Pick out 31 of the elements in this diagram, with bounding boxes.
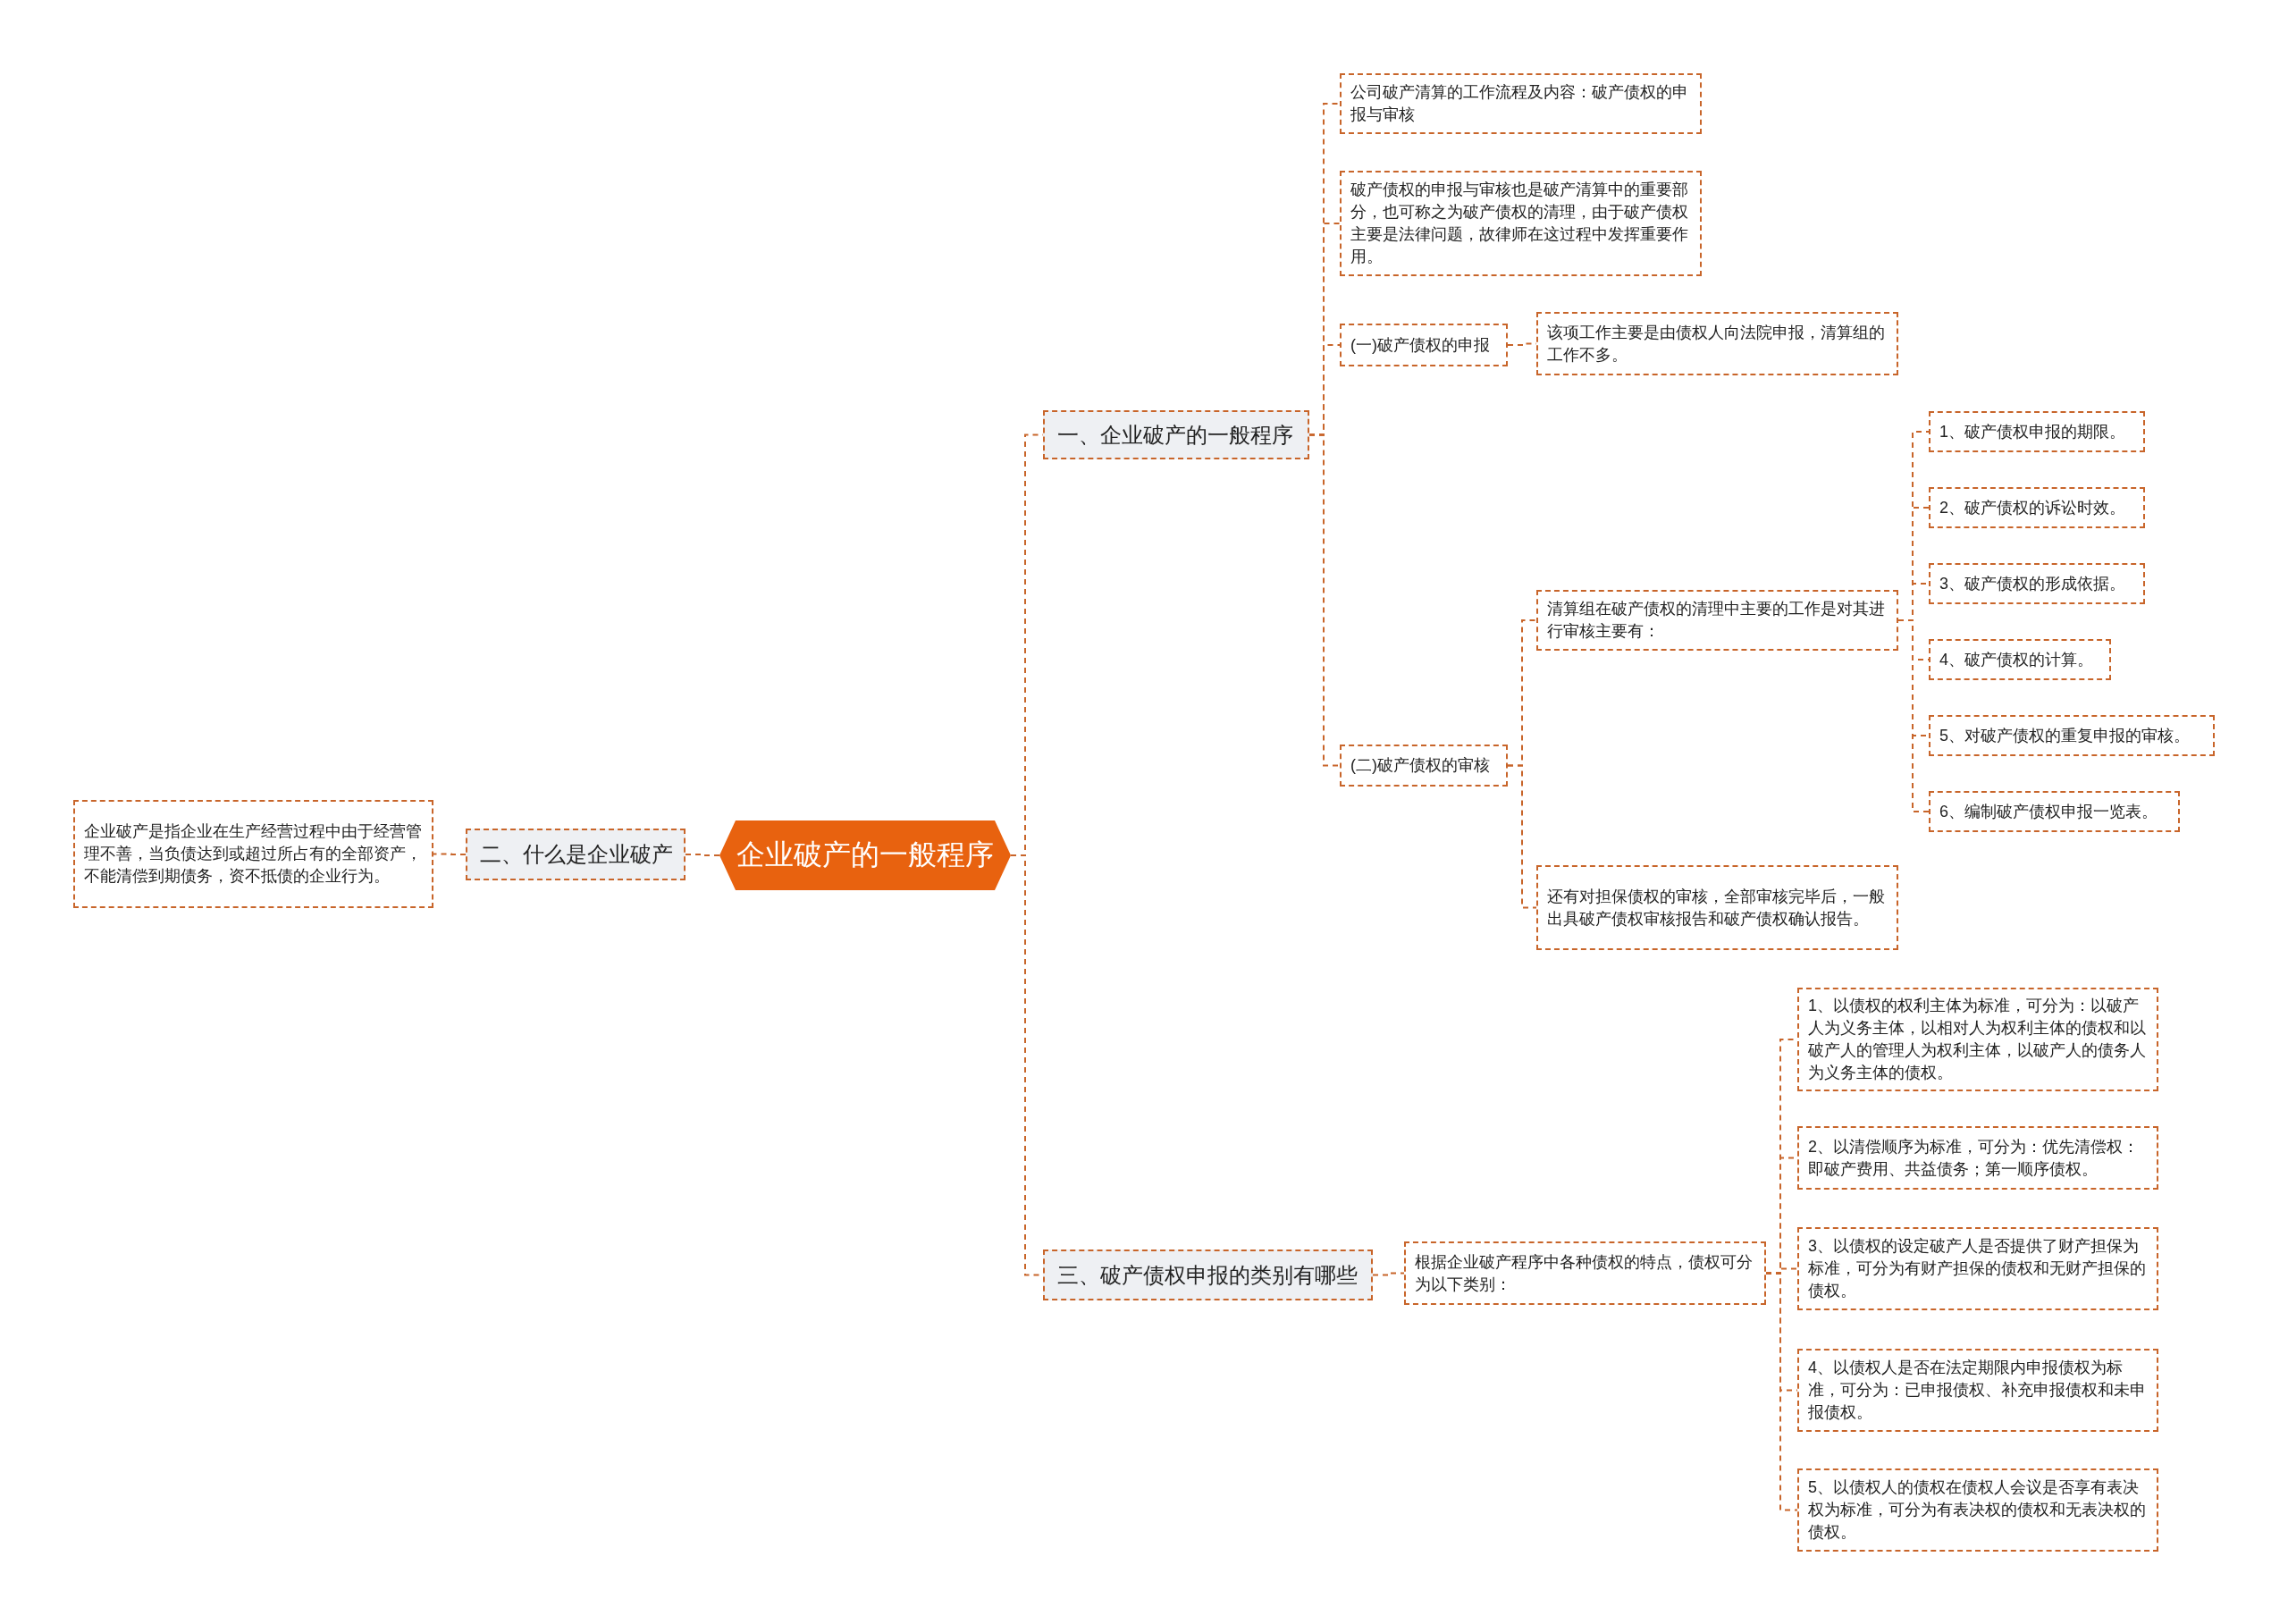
subtopic-box: 2、以清偿顺序为标准，可分为：优先清偿权：即破产费用、共益债务；第一顺序债权。	[1797, 1126, 2158, 1190]
subtopic-box: 公司破产清算的工作流程及内容：破产债权的申报与审核	[1340, 73, 1702, 134]
subtopic-box: 还有对担保债权的审核，全部审核完毕后，一般出具破产债权审核报告和破产债权确认报告。	[1536, 865, 1898, 950]
subtopic-box: 2、破产债权的诉讼时效。	[1929, 487, 2145, 528]
connector-line	[1372, 1272, 1405, 1276]
connector-line	[1308, 433, 1341, 767]
subtopic-box: 3、以债权的设定破产人是否提供了财产担保为标准，可分为有财产担保的债权和无财产担保的债权。	[1797, 1227, 2158, 1310]
subtopic-box: 3、破产债权的形成依据。	[1929, 563, 2145, 604]
central-topic: 企业破产的一般程序	[719, 820, 1011, 890]
subtopic-box: (一)破产债权的申报	[1340, 324, 1508, 366]
connector-line	[685, 854, 720, 856]
topic-box: 一、企业破产的一般程序	[1043, 410, 1309, 459]
connector-line	[1507, 764, 1537, 909]
subtopic-box: 清算组在破产债权的清理中主要的工作是对其进行审核主要有：	[1536, 590, 1898, 651]
connector-line	[433, 853, 467, 855]
subtopic-box: (二)破产债权的审核	[1340, 745, 1508, 787]
subtopic-box: 5、以债权人的债权在债权人会议是否享有表决权为标准，可分为有表决权的债权和无表决权的债权。	[1797, 1468, 2158, 1552]
subtopic-box: 1、破产债权申报的期限。	[1929, 411, 2145, 452]
subtopic-box: 6、编制破产债权申报一览表。	[1929, 791, 2180, 832]
connector-line	[1897, 619, 1930, 812]
topic-box: 二、什么是企业破产	[466, 829, 686, 880]
subtopic-box: 破产债权的申报与审核也是破产清算中的重要部分，也可称之为破产债权的清理，由于破产债权主要是法律问题，故律师在这过程中发挥重要作用。	[1340, 171, 1702, 276]
topic-box: 三、破产债权申报的类别有哪些	[1043, 1250, 1373, 1300]
connector-line	[1765, 1272, 1798, 1511]
subtopic-box: 根据企业破产程序中各种债权的特点，债权可分为以下类别：	[1404, 1241, 1766, 1305]
subtopic-box: 4、破产债权的计算。	[1929, 639, 2111, 680]
subtopic-box: 5、对破产债权的重复申报的审核。	[1929, 715, 2215, 756]
subtopic-box: 企业破产是指企业在生产经营过程中由于经营管理不善，当负债达到或超过所占有的全部资产，不能清偿到期债务，资不抵债的企业行为。	[73, 800, 433, 908]
subtopic-box: 4、以债权人是否在法定期限内申报债权为标准，可分为：已申报债权、补充申报债权和未申报债权。	[1797, 1349, 2158, 1432]
subtopic-box: 该项工作主要是由债权人向法院申报，清算组的工作不多。	[1536, 312, 1898, 375]
subtopic-box: 1、以债权的权利主体为标准，可分为：以破产人为义务主体，以相对人为权利主体的债权和以破产人的管理人为权利主体，以破产人的债务人为义务主体的债权。	[1797, 988, 2158, 1091]
